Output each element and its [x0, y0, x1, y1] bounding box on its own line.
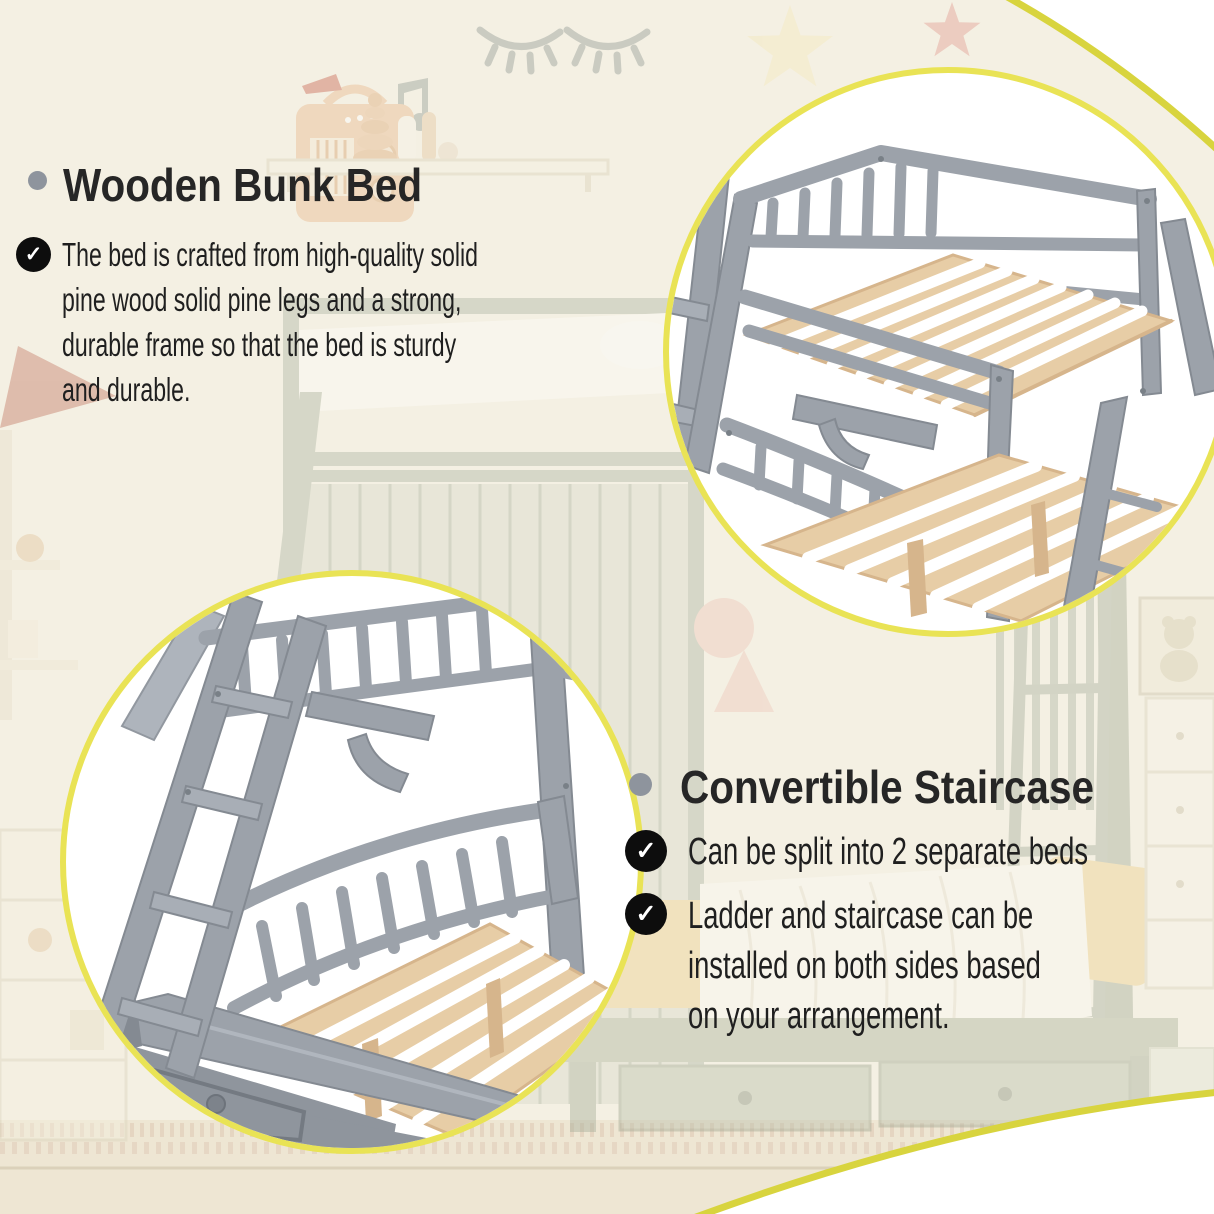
detail-inset-top-bunk: [663, 67, 1214, 637]
detail-inset-ladder-storage: [60, 570, 644, 1154]
bottom-right-arc: [694, 1089, 1214, 1214]
ladder-storage-photo-illustration: [90, 584, 638, 1148]
feature-title: Convertible Staircase: [680, 761, 1094, 813]
star-icon: [747, 5, 833, 87]
bullet-dot-icon: [28, 171, 47, 190]
wall-decal-circle: [694, 598, 754, 658]
feature-description: Can be split into 2 separate beds: [688, 831, 1089, 873]
feature-description: The bed is crafted from high-quality sol…: [62, 236, 479, 408]
eyelash-decor-icon: [476, 26, 651, 75]
dresser-and-boxes: [1096, 696, 1214, 1214]
music-note-icon: [382, 78, 429, 138]
check-circle-icon: ✓: [625, 830, 667, 872]
bullet-dot-icon: [629, 773, 652, 796]
teddy-art-frame: [1138, 596, 1214, 696]
check-circle-icon: ✓: [625, 893, 667, 935]
feature-description: Ladder and staircase can be installed on…: [688, 895, 1041, 1037]
feature-title: Wooden Bunk Bed: [63, 159, 423, 211]
check-circle-icon: ✓: [16, 237, 51, 272]
top-bunk-photo-illustration: [669, 145, 1214, 631]
wall-decal-triangle: [714, 650, 774, 712]
star-icon: [923, 2, 981, 57]
